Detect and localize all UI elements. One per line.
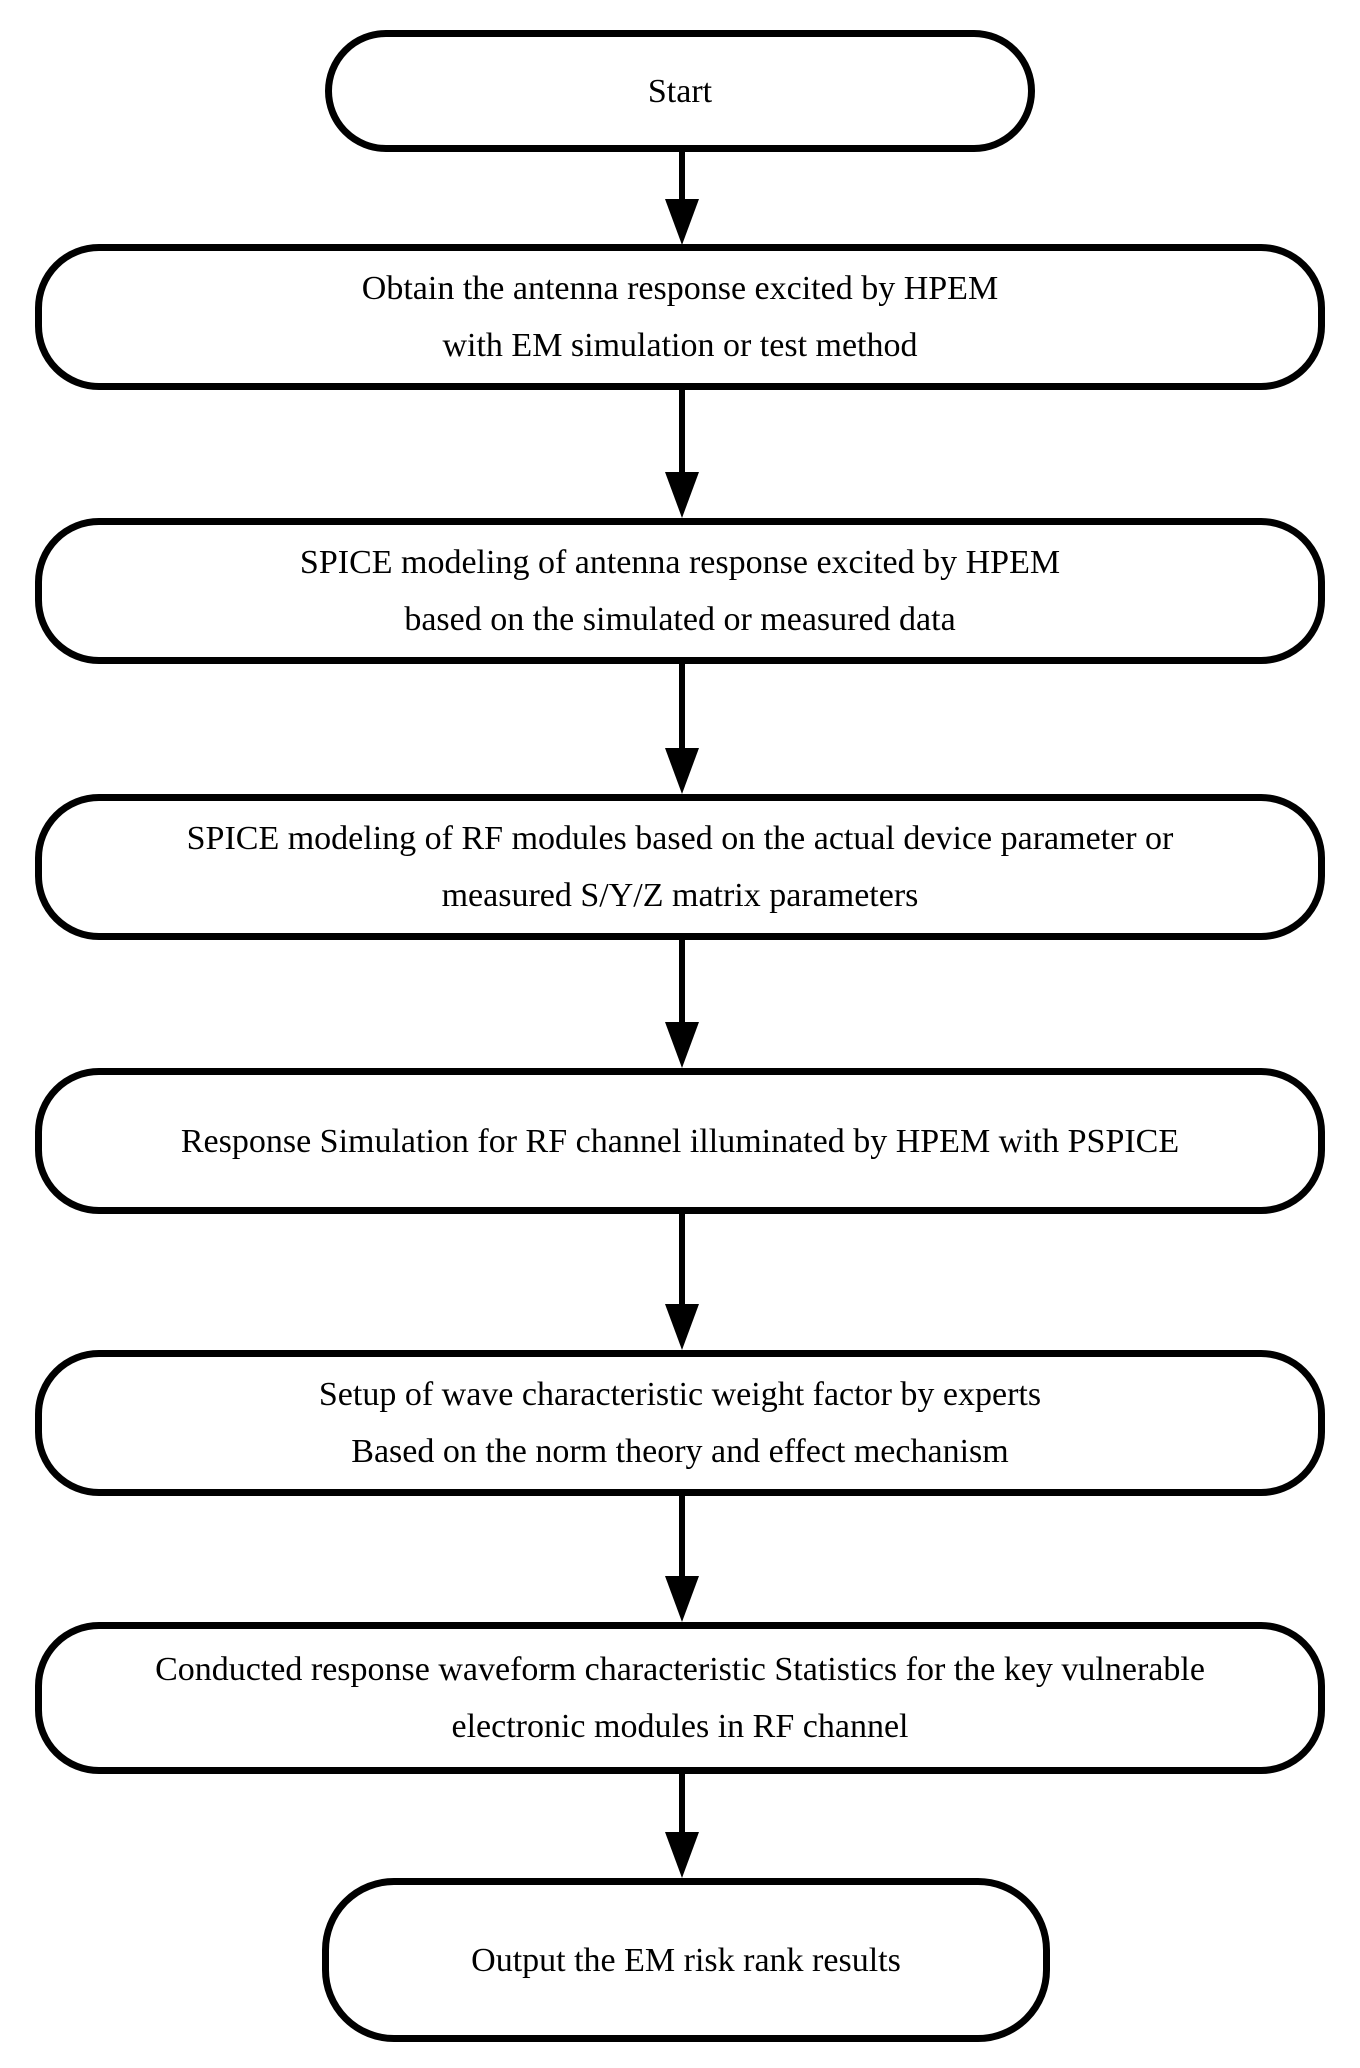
node-label: Conducted response waveform characterist… — [155, 1651, 1205, 1688]
node-label: SPICE modeling of antenna response excit… — [299, 544, 1061, 581]
arrow-head-icon — [665, 748, 699, 794]
node-label: SPICE modeling of RF modules based on th… — [186, 820, 1174, 857]
node-label: measured S/Y/Z matrix parameters — [441, 877, 919, 914]
node-spice-modeling-rf-modules: SPICE modeling of RF modules based on th… — [35, 794, 1325, 940]
node-label: with EM simulation or test method — [442, 327, 918, 364]
node-label: Response Simulation for RF channel illum… — [180, 1122, 1180, 1160]
flow-arrow — [665, 390, 699, 518]
arrow-stem — [679, 1214, 685, 1306]
node-label: Based on the norm theory and effect mech… — [351, 1433, 1009, 1470]
node-response-simulation: Response Simulation for RF channel illum… — [35, 1068, 1325, 1214]
node-label: electronic modules in RF channel — [451, 1708, 909, 1745]
node-label: Start — [647, 72, 713, 110]
arrow-stem — [679, 1774, 685, 1834]
arrow-head-icon — [665, 472, 699, 518]
node-label: Setup of wave characteristic weight fact… — [318, 1376, 1042, 1413]
node-label: based on the simulated or measured data — [404, 601, 956, 638]
node-obtain-antenna-response: Obtain the antenna response excited by H… — [35, 244, 1325, 390]
node-spice-modeling-antenna: SPICE modeling of antenna response excit… — [35, 518, 1325, 664]
arrow-head-icon — [665, 1576, 699, 1622]
flow-arrow — [665, 1496, 699, 1622]
node-label: Output the EM risk rank results — [471, 1941, 901, 1979]
node-label: Obtain the antenna response excited by H… — [361, 270, 999, 307]
flow-arrow — [665, 664, 699, 794]
node-output-results: Output the EM risk rank results — [322, 1878, 1050, 2042]
flow-arrow — [665, 1214, 699, 1350]
arrow-head-icon — [665, 1304, 699, 1350]
node-start: Start — [325, 30, 1035, 152]
flow-arrow — [665, 1774, 699, 1878]
node-setup-weight-factor: Setup of wave characteristic weight fact… — [35, 1350, 1325, 1496]
flow-arrow — [665, 152, 699, 245]
arrow-head-icon — [665, 1022, 699, 1068]
arrow-stem — [679, 940, 685, 1024]
node-waveform-statistics: Conducted response waveform characterist… — [35, 1622, 1325, 1774]
arrow-stem — [679, 152, 685, 201]
arrow-stem — [679, 664, 685, 750]
arrow-head-icon — [665, 1832, 699, 1878]
arrow-stem — [679, 1496, 685, 1578]
flow-arrow — [665, 940, 699, 1068]
arrow-stem — [679, 390, 685, 474]
arrow-head-icon — [665, 199, 699, 245]
